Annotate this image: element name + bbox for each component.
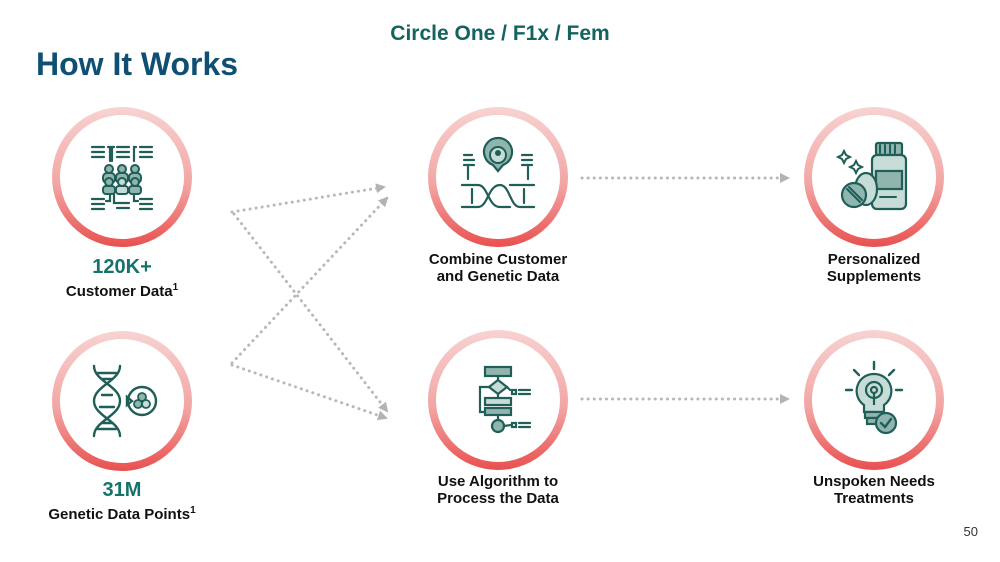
arrow-genetic-to-algorithm [230, 363, 388, 421]
node-personalized-supplements [804, 107, 944, 247]
arrow-genetic-to-combine [230, 196, 389, 365]
arrow-customer-to-algorithm [232, 212, 389, 413]
customer-data-stat: 120K+ [92, 256, 152, 278]
lightbulb-check-icon [844, 360, 904, 435]
node-genetic-data [52, 331, 192, 471]
supplement-bottle-icon [835, 141, 908, 211]
supplements-caption: Personalized Supplements [826, 251, 922, 285]
customer-genetic-merge-icon [460, 136, 536, 209]
arrow-customer-to-combine [230, 183, 386, 214]
node-unspoken-needs-treatments [804, 330, 944, 470]
node-combine-data [428, 107, 568, 247]
node-customer-data [52, 107, 192, 247]
flowchart-algorithm-icon [478, 365, 532, 434]
customer-data-caption: 120K+ Customer Data1 [12, 255, 232, 300]
combine-data-caption: Combine Customer and Genetic Data [428, 251, 568, 285]
genetic-data-stat: 31M [102, 479, 142, 501]
node-algorithm [428, 330, 568, 470]
customer-data-label: Customer Data1 [65, 282, 179, 300]
footnote-marker: 1 [172, 282, 179, 293]
algorithm-caption: Use Algorithm to Process the Data [437, 473, 559, 507]
page-number: 50 [963, 524, 978, 539]
footnote-marker: 1 [190, 505, 196, 516]
slide-subtitle: Circle One / F1x / Fem [390, 22, 610, 45]
dna-molecule-icon [92, 364, 158, 438]
genetic-data-label: Genetic Data Points1 [48, 505, 196, 523]
treatments-caption: Unspoken Needs Treatments [813, 473, 935, 507]
people-data-icon [90, 145, 154, 211]
genetic-data-caption: 31M Genetic Data Points1 [12, 478, 232, 523]
slide-title: How It Works [36, 46, 239, 82]
